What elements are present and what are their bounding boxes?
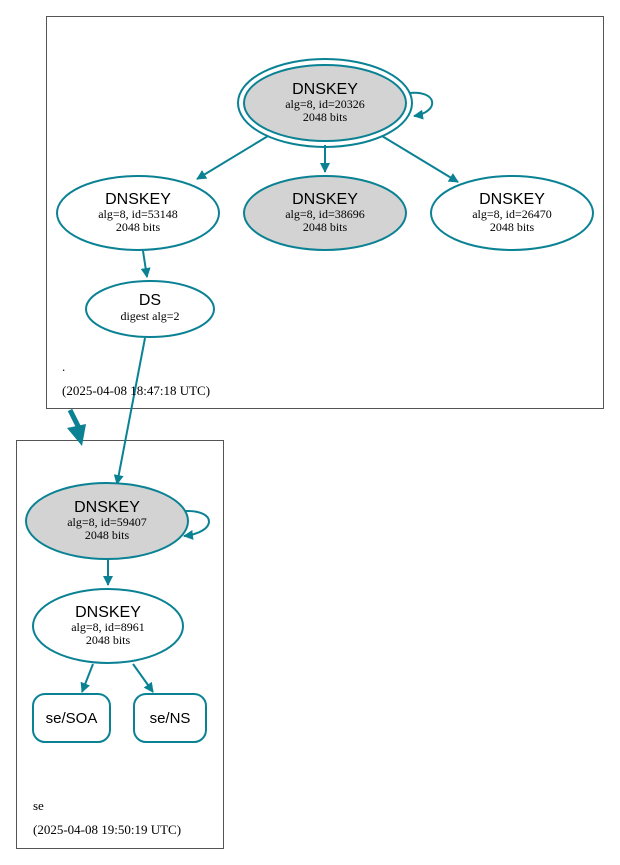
node-type: DS [139,292,161,309]
edge-ksk-to-53148 [196,135,269,180]
edge-53148-to-ds [140,250,151,278]
node-type: DNSKEY [74,499,140,516]
root-zone-name: . [62,359,65,374]
root-ksk-node: DNSKEY alg=8, id=20326 2048 bits [237,58,413,148]
rrset-label: se/SOA [46,710,98,727]
node-size: 2048 bits [490,220,535,234]
ds-node: DS digest alg=2 [85,280,215,338]
se-zone-name: se [33,798,44,813]
node-size: 2048 bits [85,528,130,542]
node-type: DNSKEY [75,604,141,621]
edge-root-ksk-self [408,91,434,120]
se-zone-timestamp: (2025-04-08 19:50:19 UTC) [33,822,181,837]
root-zone-timestamp: (2025-04-08 18:47:18 UTC) [62,383,210,398]
edge-ds-to-se-ksk [113,337,146,485]
node-type: DNSKEY [292,81,358,98]
dnskey-26470-node: DNSKEY alg=8, id=26470 2048 bits [430,175,594,251]
node-detail: alg=8, id=26470 [472,207,552,221]
node-type: DNSKEY [292,191,358,208]
node-detail: alg=8, id=20326 [285,97,365,111]
node-detail: alg=8, id=53148 [98,207,178,221]
edge-zsk-to-ns [132,663,154,693]
node-size: 2048 bits [303,220,348,234]
node-size: 2048 bits [86,633,131,647]
dnskey-38696-node: DNSKEY alg=8, id=38696 2048 bits [243,175,407,251]
se-ns-node: se/NS [133,693,207,743]
delegation-arrow [67,408,86,446]
node-detail: alg=8, id=59407 [67,515,147,529]
se-soa-node: se/SOA [32,693,111,743]
se-zsk-node: DNSKEY alg=8, id=8961 2048 bits [32,588,184,664]
edge-se-ksk-self [183,509,210,540]
node-type: DNSKEY [479,191,545,208]
edge-ksk-to-26470 [381,135,459,183]
node-detail: alg=8, id=8961 [71,620,145,634]
node-detail: alg=8, id=38696 [285,207,365,221]
se-ksk-node: DNSKEY alg=8, id=59407 2048 bits [25,482,189,560]
rrset-label: se/NS [150,710,191,727]
node-detail: digest alg=2 [120,309,179,323]
dnskey-53148-node: DNSKEY alg=8, id=53148 2048 bits [56,175,220,251]
node-size: 2048 bits [116,220,161,234]
edge-zsk-to-soa [80,663,94,693]
node-size: 2048 bits [303,110,348,124]
node-type: DNSKEY [105,191,171,208]
